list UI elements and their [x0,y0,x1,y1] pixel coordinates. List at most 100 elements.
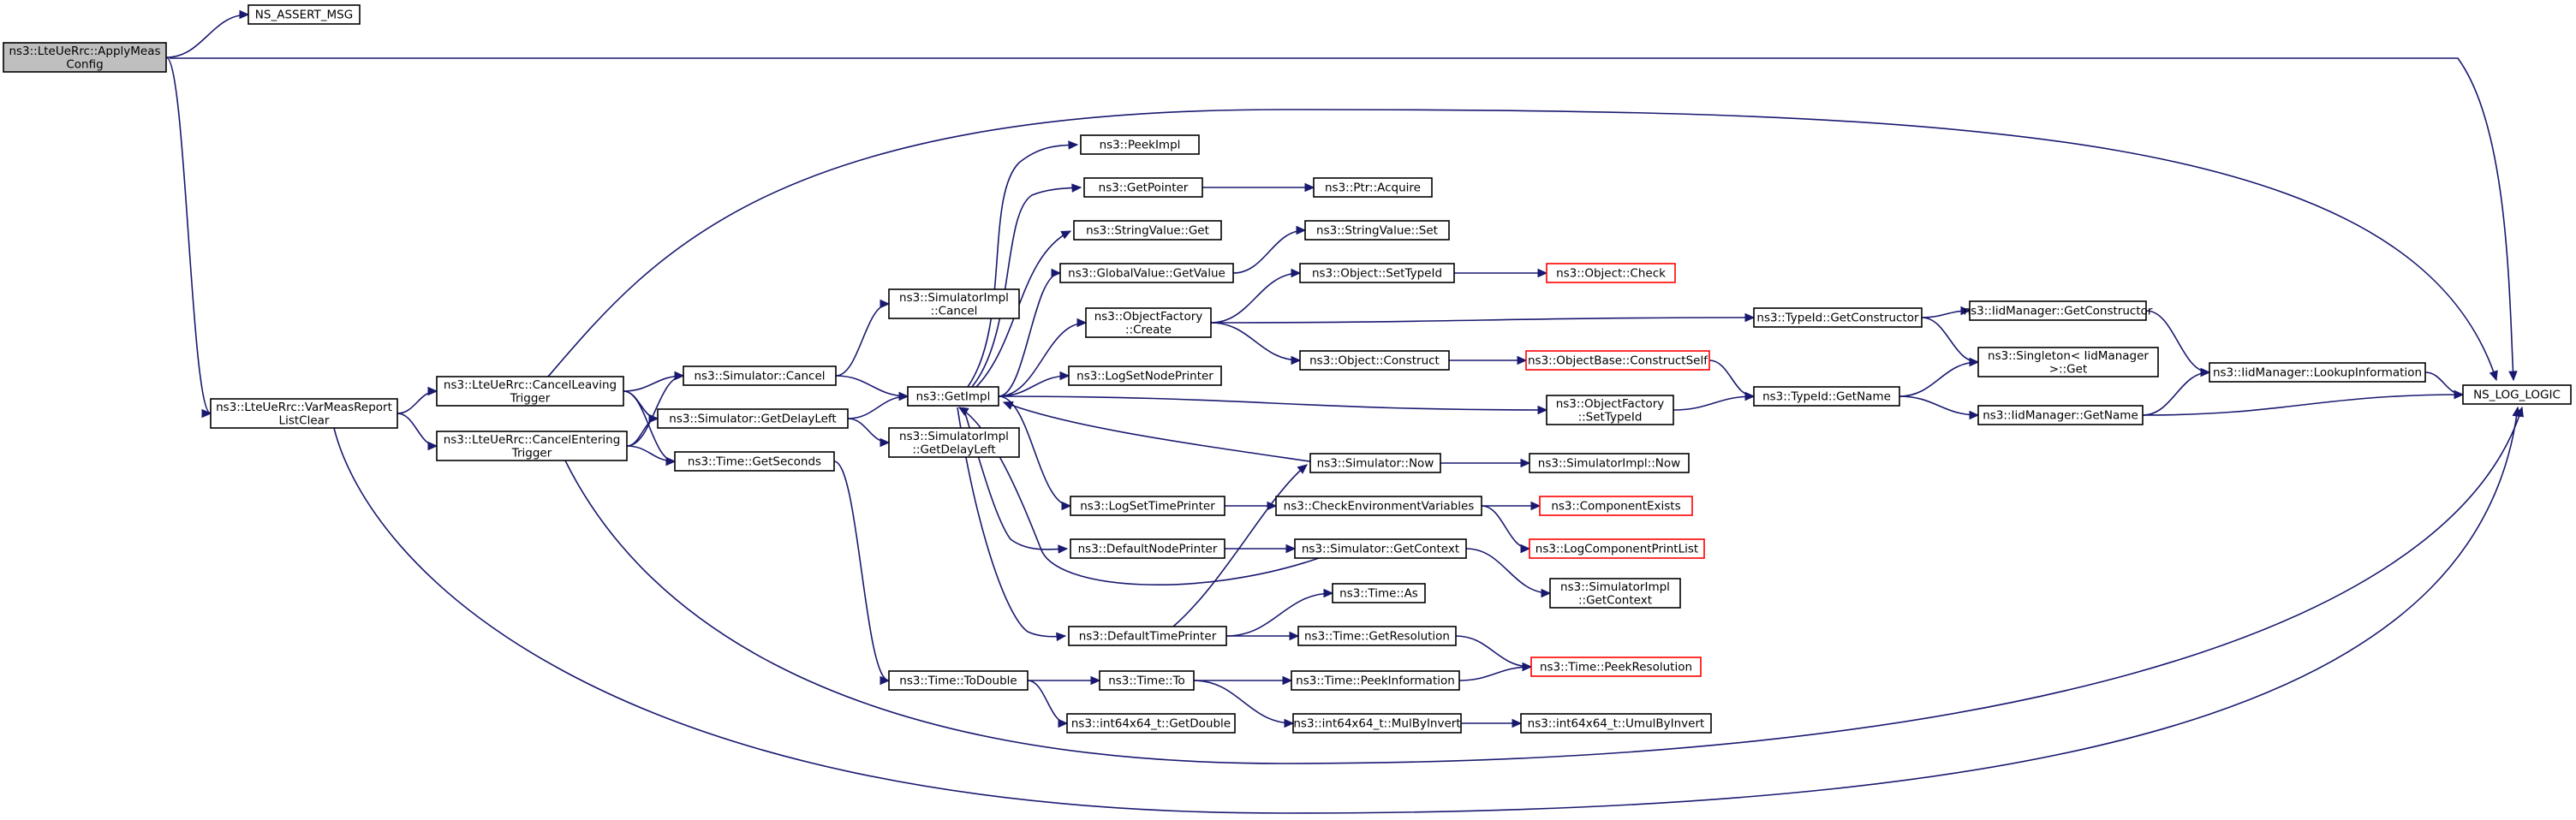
function-node-box [2462,384,2572,405]
function-node-deftimeprinter[interactable]: ns3::DefaultTimePrinter [1068,626,1227,646]
function-node-objbaseconstruct[interactable]: ns3::ObjectBase::ConstructSelf [1525,350,1710,371]
function-node-label: ns3::ComponentExists [1551,500,1680,514]
call-edge [1210,322,1301,361]
function-node-compexists[interactable]: ns3::ComponentExists [1539,496,1693,516]
call-edge [165,14,249,58]
function-node-timepeekinfo[interactable]: ns3::Time::PeekInformation [1291,670,1460,691]
call-edge-arrowhead [1296,225,1307,235]
call-edge-arrowhead [1512,718,1523,728]
function-node-objsettypeid[interactable]: ns3::Object::SetTypeId [1299,263,1455,283]
function-node-lognodeprinter[interactable]: ns3::LogSetNodePrinter [1068,365,1222,386]
function-node-box [674,451,835,472]
function-node-simimplcancel[interactable]: ns3::SimulatorImpl::Cancel [888,288,1020,319]
function-node-logtimeprinter[interactable]: ns3::LogSetTimePrinter [1070,496,1225,516]
call-edge [1210,272,1301,324]
call-edge-arrowhead [2200,367,2211,377]
function-node-label: ::Cancel [931,304,978,318]
function-node-timeto[interactable]: ns3::Time::To [1099,670,1195,691]
function-node-stringvalueget[interactable]: ns3::StringValue::Get [1073,220,1222,241]
call-edge-arrowhead [1291,268,1302,278]
function-node-getpointer[interactable]: ns3::GetPointer [1083,177,1203,198]
function-node-box [1753,386,1900,407]
function-node-getseconds[interactable]: ns3::Time::GetSeconds [674,451,835,472]
call-edge [1673,395,1755,411]
function-node-timepeekres[interactable]: ns3::Time::PeekResolution [1530,657,1702,677]
function-node-simimplnow[interactable]: ns3::SimulatorImpl::Now [1529,453,1690,473]
function-node-nsassert[interactable]: NS_ASSERT_MSG [247,4,361,25]
function-node-int64umulbyinvert[interactable]: ns3::int64x64_t::UmulByInvert [1520,713,1712,734]
call-edge-arrowhead [1058,718,1069,728]
call-edge-arrowhead [1517,355,1528,365]
function-node-box [1068,365,1222,386]
function-node-int64mulbyinvert[interactable]: ns3::int64x64_t::MulByInvert [1292,713,1462,734]
call-edge-arrowhead [1060,230,1072,240]
function-node-peekimpl[interactable]: ns3::PeekImpl [1080,134,1200,155]
function-node-simgetcontext[interactable]: ns3::Simulator::GetContext [1294,538,1467,559]
function-node-simimplgetdelayleft[interactable]: ns3::SimulatorImpl::GetDelayLeft [888,427,1020,458]
function-node-singleton[interactable]: ns3::Singleton< IidManager >::Get [1977,347,2159,377]
function-node-simnow[interactable]: ns3::Simulator::Now [1309,453,1441,473]
function-node-label: ns3::SimulatorImpl [899,430,1009,443]
call-edge [833,461,890,681]
function-node-timetodouble[interactable]: ns3::Time::ToDouble [888,670,1029,691]
call-edge-arrowhead [1537,268,1548,278]
function-node-timeas[interactable]: ns3::Time::As [1332,583,1426,603]
function-node-stringvalueset[interactable]: ns3::StringValue::Set [1304,220,1450,241]
function-node-label: ns3::StringValue::Get [1086,224,1209,238]
function-node-logcompprint[interactable]: ns3::LogComponentPrintList [1529,538,1705,559]
function-node-objfactsettypeid[interactable]: ns3::ObjectFactory::SetTypeId [1546,395,1674,425]
call-edge-arrowhead [1076,318,1088,328]
function-node-int64getdouble[interactable]: ns3::int64x64_t::GetDouble [1066,713,1236,734]
function-node-label: ns3::Time::As [1339,587,1418,601]
function-node-objconstruct[interactable]: ns3::Object::Construct [1299,350,1450,371]
function-node-label: ns3::ObjectFactory [1094,310,1203,324]
call-edge-arrowhead [674,371,685,381]
function-node-objfactcreate[interactable]: ns3::ObjectFactory::Create [1085,307,1212,338]
function-node-checkenv[interactable]: ns3::CheckEnvironmentVariables [1275,496,1482,516]
call-edge-arrowhead [880,299,891,309]
call-edge [397,390,438,414]
call-edge-arrowhead [1285,544,1297,554]
call-edge [1027,680,1068,724]
call-edge-arrowhead [1090,675,1101,686]
function-node-label: ns3::GlobalValue::GetValue [1068,267,1225,281]
function-node-simcancel[interactable]: ns3::Simulator::Cancel [683,365,837,386]
call-edge [2424,371,2464,395]
function-node-label: ns3::DefaultNodePrinter [1078,543,1218,556]
call-edge [835,375,909,397]
function-node-box [1299,350,1450,371]
function-node-box [1294,538,1467,559]
function-node-getimpl[interactable]: ns3::GetImpl [907,386,999,407]
function-node-box [1977,347,2159,377]
function-node-typeidgetctor[interactable]: ns3::TypeId::GetConstructor [1753,307,1923,328]
function-node-label: ::SetTypeId [1578,410,1643,424]
function-node-label: ns3::Simulator::GetDelayLeft [669,413,836,426]
function-node-objcheck[interactable]: ns3::Object::Check [1546,263,1676,283]
call-edge-arrowhead [2508,371,2518,382]
call-edge-arrowhead [1520,458,1531,468]
function-node-typeidgetname[interactable]: ns3::TypeId::GetName [1753,386,1900,407]
call-edge [1210,317,1755,324]
call-edge [967,144,1078,388]
function-node-globalvalue[interactable]: ns3::GlobalValue::GetValue [1059,263,1234,283]
function-node-getdelayleft[interactable]: ns3::Simulator::GetDelayLeft [657,408,849,429]
function-node-label: ns3::Object::Check [1556,267,1666,281]
function-node-ptracquire[interactable]: ns3::Ptr::Acquire [1313,177,1433,198]
function-node-simimplgetcontext[interactable]: ns3::SimulatorImpl::GetContext [1549,578,1681,609]
function-node-timegetres[interactable]: ns3::Time::GetResolution [1297,626,1457,646]
function-node-iidgetname[interactable]: ns3::IidManager::GetName [1977,405,2144,425]
function-node-label: ns3::SimulatorImpl [899,291,1009,305]
function-node-nslog[interactable]: NS_LOG_LOGIC [2462,384,2572,405]
function-node-label: ns3::TypeId::GetConstructor [1756,312,1919,325]
function-node-iidgetctor[interactable]: ns3::IidManager::GetConstructor [1964,300,2153,321]
call-edge-arrowhead [1969,410,1980,420]
function-node-lookupinfo[interactable]: ns3::IidManager::LookupInformation [2209,362,2426,383]
function-node-box [436,376,624,407]
function-node-label: ns3::IidManager::LookupInformation [2213,366,2422,380]
call-edge [998,395,1547,411]
function-node-defnodeprinter[interactable]: ns3::DefaultNodePrinter [1070,538,1225,559]
function-node-box [1525,350,1710,371]
